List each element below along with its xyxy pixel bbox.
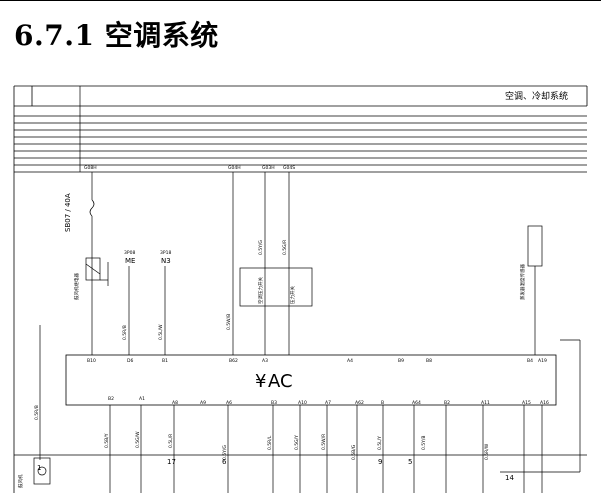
fuse-label: SB07 / 40A bbox=[64, 193, 72, 232]
bottom-wire-label: 0.5W/R bbox=[321, 434, 327, 450]
bus-rails bbox=[14, 115, 587, 173]
bus-label-g08h: G08H bbox=[84, 165, 97, 171]
sensor-n3: N3 bbox=[161, 257, 171, 265]
bottom-wire-label: 0.5B/Y bbox=[104, 433, 110, 448]
vertical-feeds bbox=[39, 86, 290, 460]
bottom-wire-label: 0.5L/Y bbox=[377, 436, 383, 450]
bottom-pins: B2 A1 A8 A9 A6 B3 A10 A7 A62 B A64 B2 A1… bbox=[108, 396, 549, 406]
bottom-number: 6 bbox=[222, 458, 227, 466]
bottom-pin-label: A16 bbox=[540, 400, 549, 406]
bus-label-g04h: G04H bbox=[228, 165, 241, 171]
bottom-pin-label: B2 bbox=[444, 400, 450, 406]
connector-3p08: 3P08 bbox=[124, 250, 135, 256]
bottom-pin-label: A10 bbox=[298, 400, 307, 406]
top-pin-label: D6 bbox=[127, 358, 133, 364]
wire-label-2: 0.5L/W bbox=[158, 324, 164, 340]
bottom-pin-label: B bbox=[381, 400, 384, 406]
bus-label-g03h: G03H bbox=[262, 165, 275, 171]
right-block-label: 蒸发器温度传感器 bbox=[519, 264, 526, 300]
bottom-number: 5 bbox=[408, 458, 412, 466]
top-pins: B10 D6 B1 B62 A3 A4 B9 B8 B4 A19 bbox=[87, 358, 547, 364]
switch-label-1: 空调压力开关 bbox=[257, 277, 264, 304]
bottom-wire-label: 0.5R/W bbox=[484, 443, 490, 460]
top-pin-label: B4 bbox=[527, 358, 533, 364]
relay-label: 鼓风机继电器 bbox=[73, 273, 80, 300]
bottom-pin-label: A7 bbox=[325, 400, 331, 406]
bottom-pin-label: A8 bbox=[172, 400, 178, 406]
bottom-wire-label: 0.5Y/B bbox=[421, 435, 427, 450]
pressure-switch-box bbox=[239, 267, 313, 307]
bottom-wire-labels: 0.5B/Y 0.5G/W 0.5L/R 0.5Y/G 0.5R/L 0.5G/… bbox=[104, 431, 490, 460]
bottom-pin-label: A1 bbox=[139, 396, 145, 402]
blower-label: 鼓风机 bbox=[17, 474, 24, 488]
bottom-wire-label: 0.5G/W bbox=[135, 431, 141, 448]
bottom-pin-label: A6 bbox=[226, 400, 232, 406]
top-pin-label: B9 bbox=[398, 358, 404, 364]
bottom-wire-label: 0.5L/R bbox=[168, 434, 174, 448]
bus-label-g04s: G04S bbox=[283, 165, 295, 171]
wire-label-5: 0.5G/R bbox=[282, 240, 288, 255]
top-pin-label: B8 bbox=[426, 358, 432, 364]
top-pin-label: A4 bbox=[347, 358, 353, 364]
bottom-wire-label: 0.5R/L bbox=[267, 435, 273, 450]
module-name: AC bbox=[268, 371, 293, 392]
blower-component bbox=[33, 457, 51, 485]
right-sensor-block bbox=[527, 225, 581, 472]
bottom-pin-label: A11 bbox=[481, 400, 490, 406]
bottom-number: 14 bbox=[505, 474, 514, 482]
bottom-number: 9 bbox=[378, 458, 382, 466]
top-rule bbox=[0, 0, 601, 1]
top-pin-label: B62 bbox=[229, 358, 238, 364]
header-frame bbox=[13, 85, 588, 493]
bottom-number: 17 bbox=[167, 458, 176, 466]
connector-3p18: 3P18 bbox=[160, 250, 171, 256]
wire-label-4: 0.5Y/G bbox=[258, 240, 264, 255]
switch-label-2: 压力开关 bbox=[289, 286, 296, 304]
bottom-pin-label: A62 bbox=[355, 400, 364, 406]
ac-module bbox=[65, 354, 557, 406]
bottom-pin-label: A9 bbox=[200, 400, 206, 406]
blower-number: 1 bbox=[37, 464, 41, 472]
relay-symbol bbox=[85, 242, 109, 355]
wire-label-1: 0.5R/B bbox=[122, 325, 128, 340]
bottom-pin-label: B2 bbox=[108, 396, 114, 402]
wire-label-3: 0.5W/B bbox=[226, 314, 232, 330]
bottom-wire-label: 0.5Y/G bbox=[222, 445, 228, 460]
left-wire-label: 0.5R/B bbox=[34, 405, 40, 420]
module-prefix: ¥ bbox=[255, 371, 266, 392]
sensor-wires bbox=[128, 266, 166, 355]
page-title: 6.7.1 空调系统 bbox=[14, 19, 219, 52]
top-pin-label: A3 bbox=[262, 358, 268, 364]
top-pin-label: B10 bbox=[87, 358, 96, 364]
bottom-wires bbox=[14, 405, 587, 493]
bottom-numbers: 17 5 9 6 14 bbox=[167, 458, 514, 482]
header-label: 空调、冷却系统 bbox=[505, 90, 568, 102]
top-pin-label: B1 bbox=[162, 358, 168, 364]
sensor-me: ME bbox=[125, 257, 135, 265]
bottom-pin-label: A64 bbox=[412, 400, 421, 406]
fuse-symbol bbox=[89, 199, 95, 242]
top-pin-label: A19 bbox=[538, 358, 547, 364]
bottom-pin-label: B3 bbox=[271, 400, 277, 406]
bottom-wire-label: 0.5B/G bbox=[351, 444, 357, 460]
bottom-pin-label: A15 bbox=[522, 400, 531, 406]
bottom-wire-label: 0.5G/Y bbox=[294, 435, 300, 450]
